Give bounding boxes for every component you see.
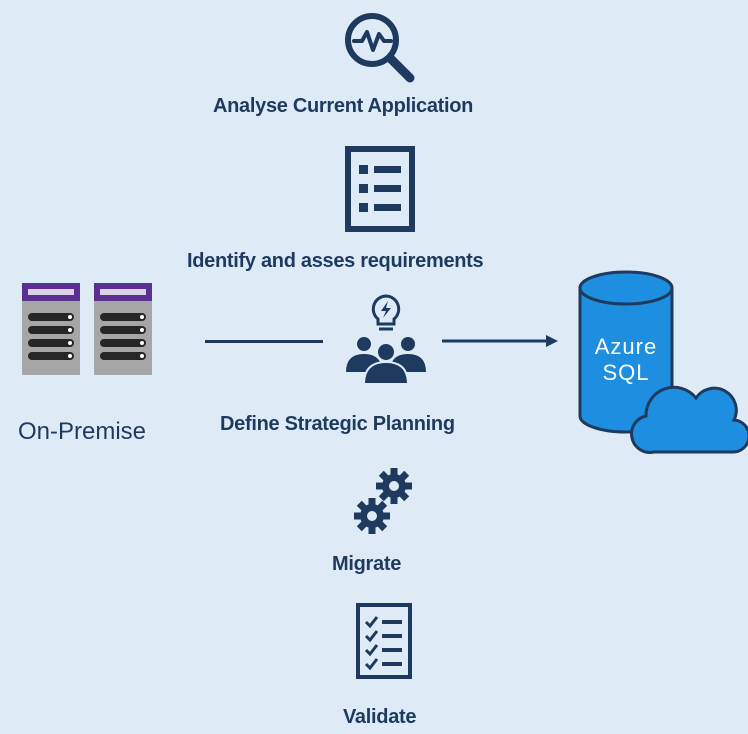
validate-icon-wrap xyxy=(355,602,413,680)
target-label-line2: SQL xyxy=(602,360,650,385)
checklist-icon xyxy=(345,146,415,232)
migrate-icon-wrap xyxy=(354,466,414,536)
connector-arrow-right xyxy=(442,331,560,351)
database-cloud-icon: Azure SQL xyxy=(572,266,748,456)
server-unit-right xyxy=(94,283,152,375)
source-label: On-Premise xyxy=(18,418,147,445)
identify-icon-wrap xyxy=(344,145,416,233)
step-label-validate: Validate xyxy=(343,706,417,728)
target-label-line1: Azure xyxy=(594,334,658,359)
team-idea-icon xyxy=(346,294,426,385)
step-label-define: Define Strategic Planning xyxy=(220,413,455,435)
server-unit-left xyxy=(22,283,80,375)
checkbox-list-icon xyxy=(356,603,412,679)
connector-line-left xyxy=(205,340,323,343)
step-label-analyse: Analyse Current Application xyxy=(213,95,474,117)
gears-icon xyxy=(354,468,412,534)
step-label-migrate: Migrate xyxy=(332,553,402,575)
step-label-identify: Identify and asses requirements xyxy=(187,250,484,272)
server-rack-icon xyxy=(20,283,155,375)
analyse-icon-wrap xyxy=(340,8,416,84)
strategy-icon-wrap xyxy=(336,290,436,386)
magnifier-pulse-icon xyxy=(345,13,415,83)
